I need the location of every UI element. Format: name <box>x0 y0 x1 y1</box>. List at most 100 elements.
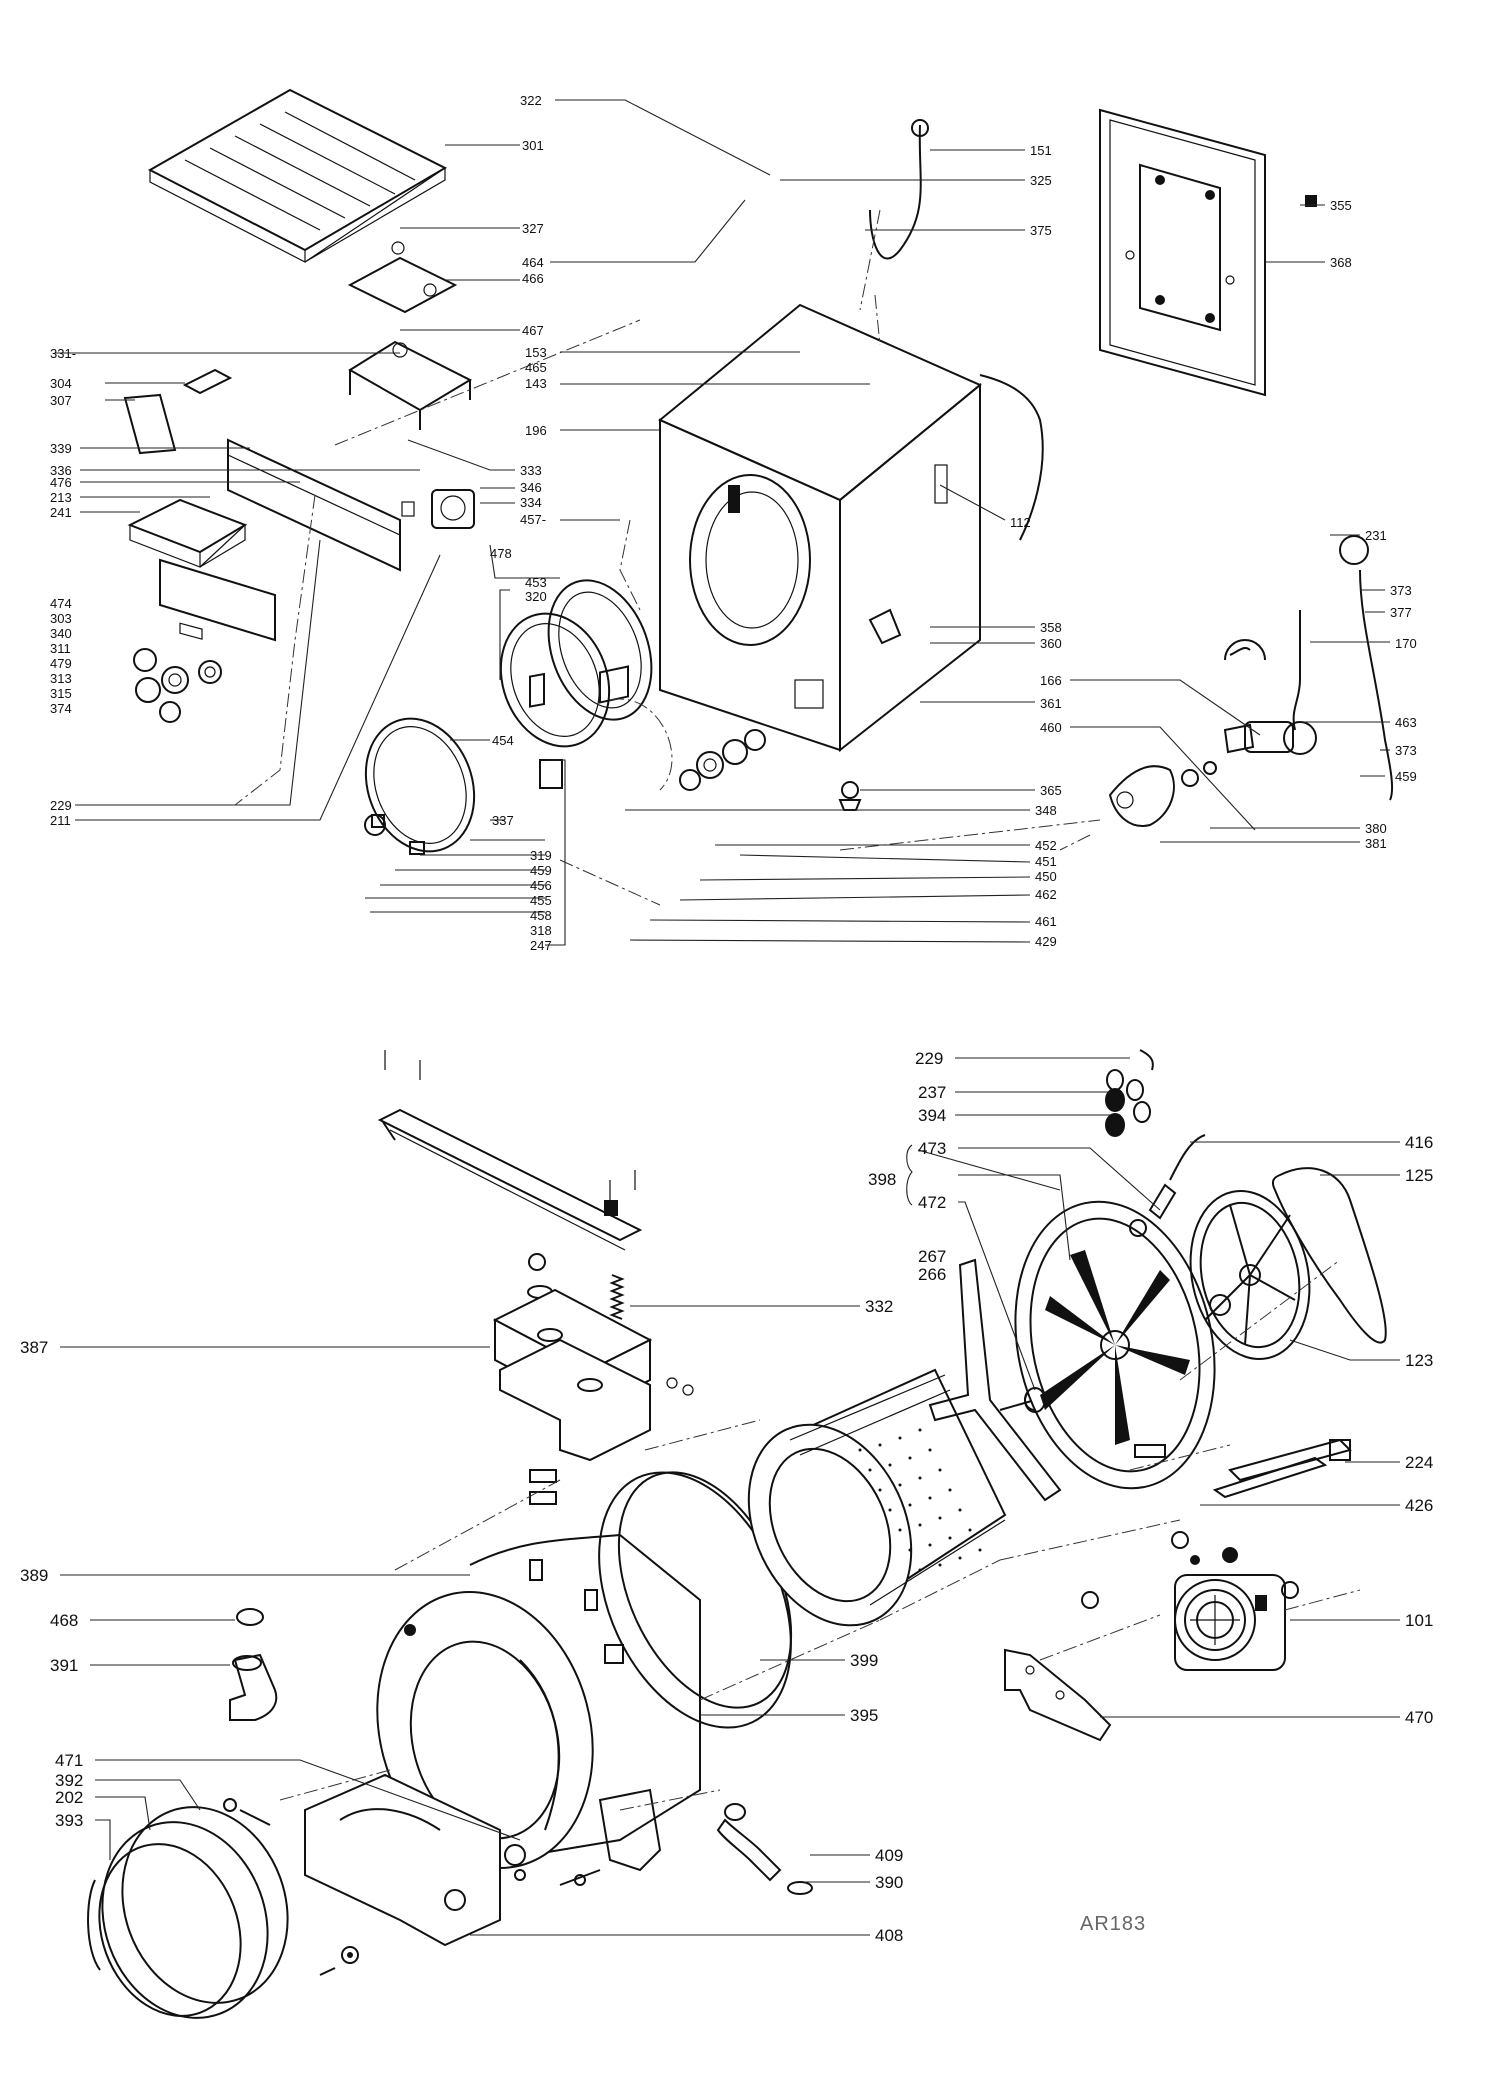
labels-lower: 229 237 394 473 416 398 125 472 267 266 … <box>20 1049 1433 1945</box>
support-rail <box>377 1050 643 1251</box>
misc-hardware-lower <box>319 1869 601 1976</box>
label-473: 473 <box>918 1139 946 1158</box>
leaders-lower <box>60 1057 1400 1936</box>
motor-bracket <box>1004 1591 1112 1742</box>
label-470: 470 <box>1405 1708 1433 1727</box>
label-213: 213 <box>50 490 72 505</box>
label-476: 476 <box>50 475 72 490</box>
label-381: 381 <box>1365 836 1387 851</box>
label-322: 322 <box>520 93 542 108</box>
top-cover-panel <box>147 88 448 263</box>
label-451: 451 <box>1035 854 1057 869</box>
control-panel <box>227 438 401 572</box>
label-429: 429 <box>1035 934 1057 949</box>
label-461: 461 <box>1035 914 1057 929</box>
label-452: 452 <box>1035 838 1057 853</box>
label-327: 327 <box>522 221 544 236</box>
label-464: 464 <box>522 255 544 270</box>
label-355: 355 <box>1330 198 1352 213</box>
label-467: 467 <box>522 323 544 338</box>
label-125: 125 <box>1405 1166 1433 1185</box>
label-229-lower: 229 <box>915 1049 943 1068</box>
control-fascia <box>159 558 276 642</box>
label-416: 416 <box>1405 1133 1433 1152</box>
rear-panel <box>1099 108 1266 397</box>
drum-perforations <box>858 1428 982 1572</box>
lower-assembly: 229 237 394 473 416 398 125 472 267 266 … <box>20 1049 1433 2019</box>
label-390: 390 <box>875 1873 903 1892</box>
label-334: 334 <box>520 495 542 510</box>
label-332: 332 <box>865 1297 893 1316</box>
label-373b: 373 <box>1395 743 1417 758</box>
timer-unit <box>401 489 475 529</box>
drawer-front-307 <box>123 393 177 455</box>
label-266: 266 <box>918 1265 946 1284</box>
leaders-upper <box>55 99 1390 946</box>
label-304: 304 <box>50 376 72 391</box>
label-231: 231 <box>1365 528 1387 543</box>
label-247: 247 <box>530 938 552 953</box>
diagram-code: AR183 <box>1080 1913 1146 1935</box>
label-377: 377 <box>1390 605 1412 620</box>
drain-hose-391 <box>229 1608 278 1721</box>
label-319: 319 <box>530 848 552 863</box>
dispenser-housing <box>348 340 473 430</box>
drain-pump <box>1108 721 1317 827</box>
label-479: 479 <box>50 656 72 671</box>
label-456: 456 <box>530 878 552 893</box>
label-307: 307 <box>50 393 72 408</box>
label-471: 471 <box>55 1751 83 1770</box>
label-320: 320 <box>525 589 547 604</box>
label-143: 143 <box>525 376 547 391</box>
label-151: 151 <box>1030 143 1052 158</box>
label-348: 348 <box>1035 803 1057 818</box>
label-303: 303 <box>50 611 72 626</box>
label-241: 241 <box>50 505 72 520</box>
label-409: 409 <box>875 1846 903 1865</box>
label-454: 454 <box>492 733 514 748</box>
detergent-drawer <box>127 498 248 568</box>
rear-tub-half <box>1014 1200 1216 1490</box>
assembly-guides-lower <box>279 1259 1361 1811</box>
label-395: 395 <box>850 1706 878 1725</box>
front-counterweight <box>304 1773 526 1947</box>
label-465: 465 <box>525 360 547 375</box>
door-gaskets <box>364 579 653 853</box>
heating-element <box>1212 1438 1352 1499</box>
label-337: 337 <box>492 813 514 828</box>
label-375: 375 <box>1030 223 1052 238</box>
label-394: 394 <box>918 1106 946 1125</box>
label-387: 387 <box>20 1338 48 1357</box>
label-455: 455 <box>530 893 552 908</box>
shaft-bearings <box>1105 1049 1154 1137</box>
counterweight <box>492 1288 694 1462</box>
label-389: 389 <box>20 1566 48 1585</box>
label-315: 315 <box>50 686 72 701</box>
label-360: 360 <box>1040 636 1062 651</box>
misc-hardware <box>364 195 1369 855</box>
label-374: 374 <box>50 701 72 716</box>
drive-motor <box>1171 1531 1299 1671</box>
label-463: 463 <box>1395 715 1417 730</box>
label-365: 365 <box>1040 783 1062 798</box>
label-196: 196 <box>525 423 547 438</box>
label-153: 153 <box>525 345 547 360</box>
label-267: 267 <box>918 1247 946 1266</box>
label-301: 301 <box>522 138 544 153</box>
shaft-seal <box>1024 1387 1046 1413</box>
drum-pulley <box>1189 1189 1311 1361</box>
label-457: 457- <box>520 512 546 527</box>
label-166: 166 <box>1040 673 1062 688</box>
label-468: 468 <box>50 1611 78 1630</box>
label-237: 237 <box>918 1083 946 1102</box>
label-123: 123 <box>1405 1351 1433 1370</box>
label-472: 472 <box>918 1193 946 1212</box>
sump-hose <box>598 1788 813 1895</box>
label-466: 466 <box>522 271 544 286</box>
label-368: 368 <box>1330 255 1352 270</box>
inner-drum <box>747 1368 1007 1627</box>
label-399: 399 <box>850 1651 878 1670</box>
label-392: 392 <box>55 1771 83 1790</box>
label-453: 453 <box>525 575 547 590</box>
